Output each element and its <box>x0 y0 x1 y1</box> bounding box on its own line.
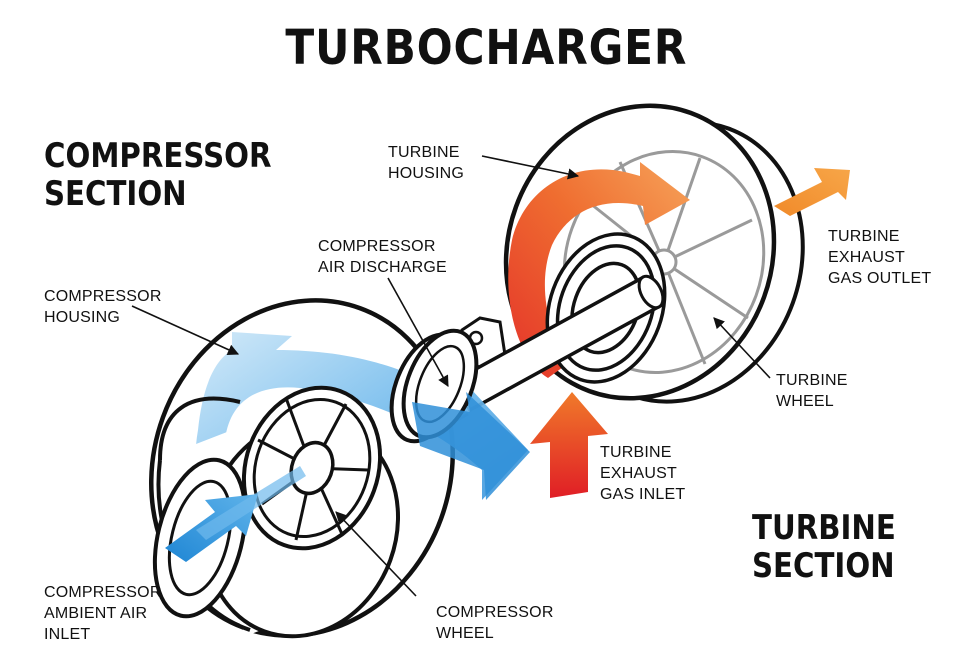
page-title: TURBOCHARGER <box>285 20 688 76</box>
turbine-exhaust-outlet-arrow <box>774 168 850 216</box>
label-compressor-housing: COMPRESSOR HOUSING <box>44 288 162 326</box>
label-turbine-housing: TURBINE HOUSING <box>388 144 465 182</box>
compressor-section-heading: COMPRESSOR SECTION <box>44 136 272 214</box>
label-compressor-ambient-air-inlet: COMPRESSOR AMBIENT AIR INLET <box>44 584 162 643</box>
compressor-discharge-arrow <box>412 392 530 500</box>
label-compressor-air-discharge: COMPRESSOR AIR DISCHARGE <box>318 238 447 276</box>
label-compressor-wheel: COMPRESSOR WHEEL <box>436 604 554 642</box>
turbine-flow-scroll <box>508 162 690 378</box>
label-turbine-wheel: TURBINE WHEEL <box>776 372 848 410</box>
label-turbine-exhaust-gas-outlet: TURBINE EXHAUST GAS OUTLET <box>828 228 932 287</box>
label-turbine-exhaust-gas-inlet: TURBINE EXHAUST GAS INLET <box>600 444 686 503</box>
turbine-exhaust-inlet-arrow <box>530 392 608 498</box>
turbine-section-heading: TURBINE SECTION <box>752 508 896 586</box>
leader-lines <box>131 155 771 597</box>
